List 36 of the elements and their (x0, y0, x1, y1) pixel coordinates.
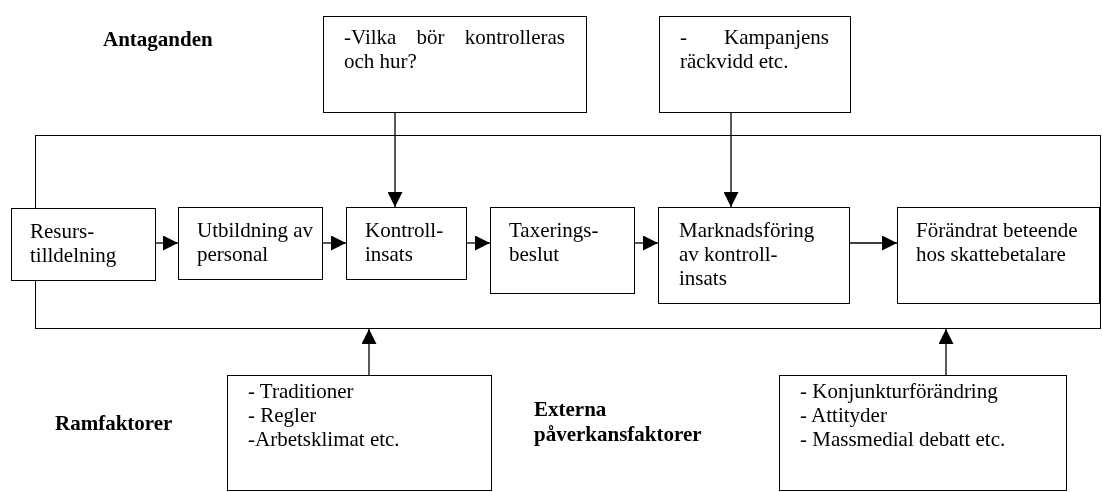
box-text: Marknadsföring av kontroll- insats (679, 218, 816, 290)
arrow (723, 112, 739, 208)
arrow (322, 235, 347, 251)
box-text: Resurs- tilldelning (30, 219, 118, 267)
section-heading: Antaganden (103, 27, 213, 52)
section-heading: Ramfaktorer (55, 411, 173, 436)
box-text: Kontroll- insats (365, 218, 445, 266)
process-box (11, 208, 156, 281)
process-box (346, 207, 467, 280)
box-text: - Attityder (800, 403, 888, 427)
process-box (178, 207, 323, 280)
arrow (634, 235, 659, 251)
section-heading: Externa påverkansfaktorer (534, 397, 703, 447)
arrow (155, 235, 179, 251)
box-text: - Regler (248, 403, 318, 427)
box-text: - Kampanjens räckvidd etc. (680, 25, 829, 73)
process-box (897, 207, 1100, 304)
process-box (227, 375, 492, 491)
arrow (466, 235, 491, 251)
arrow (938, 328, 954, 376)
process-box (323, 16, 587, 113)
box-text: -Vilka bör kontrolleras och hur? (344, 25, 565, 73)
process-box (779, 375, 1067, 491)
box-text: Utbildning av personal (197, 218, 314, 266)
process-box (490, 207, 635, 294)
process-box (658, 207, 850, 304)
arrow (849, 235, 898, 251)
arrow (361, 328, 377, 376)
box-text: -Arbetsklimat etc. (248, 427, 401, 451)
box-text: Taxerings- beslut (509, 218, 600, 266)
box-text: Förändrat beteende hos skattebetalare (916, 218, 1079, 266)
box-text: - Massmedial debatt etc. (800, 427, 1007, 451)
box-text: - Konjunkturförändring (800, 379, 999, 403)
arrow (387, 112, 403, 208)
process-box (659, 16, 851, 113)
box-text: - Traditioner (248, 379, 355, 403)
